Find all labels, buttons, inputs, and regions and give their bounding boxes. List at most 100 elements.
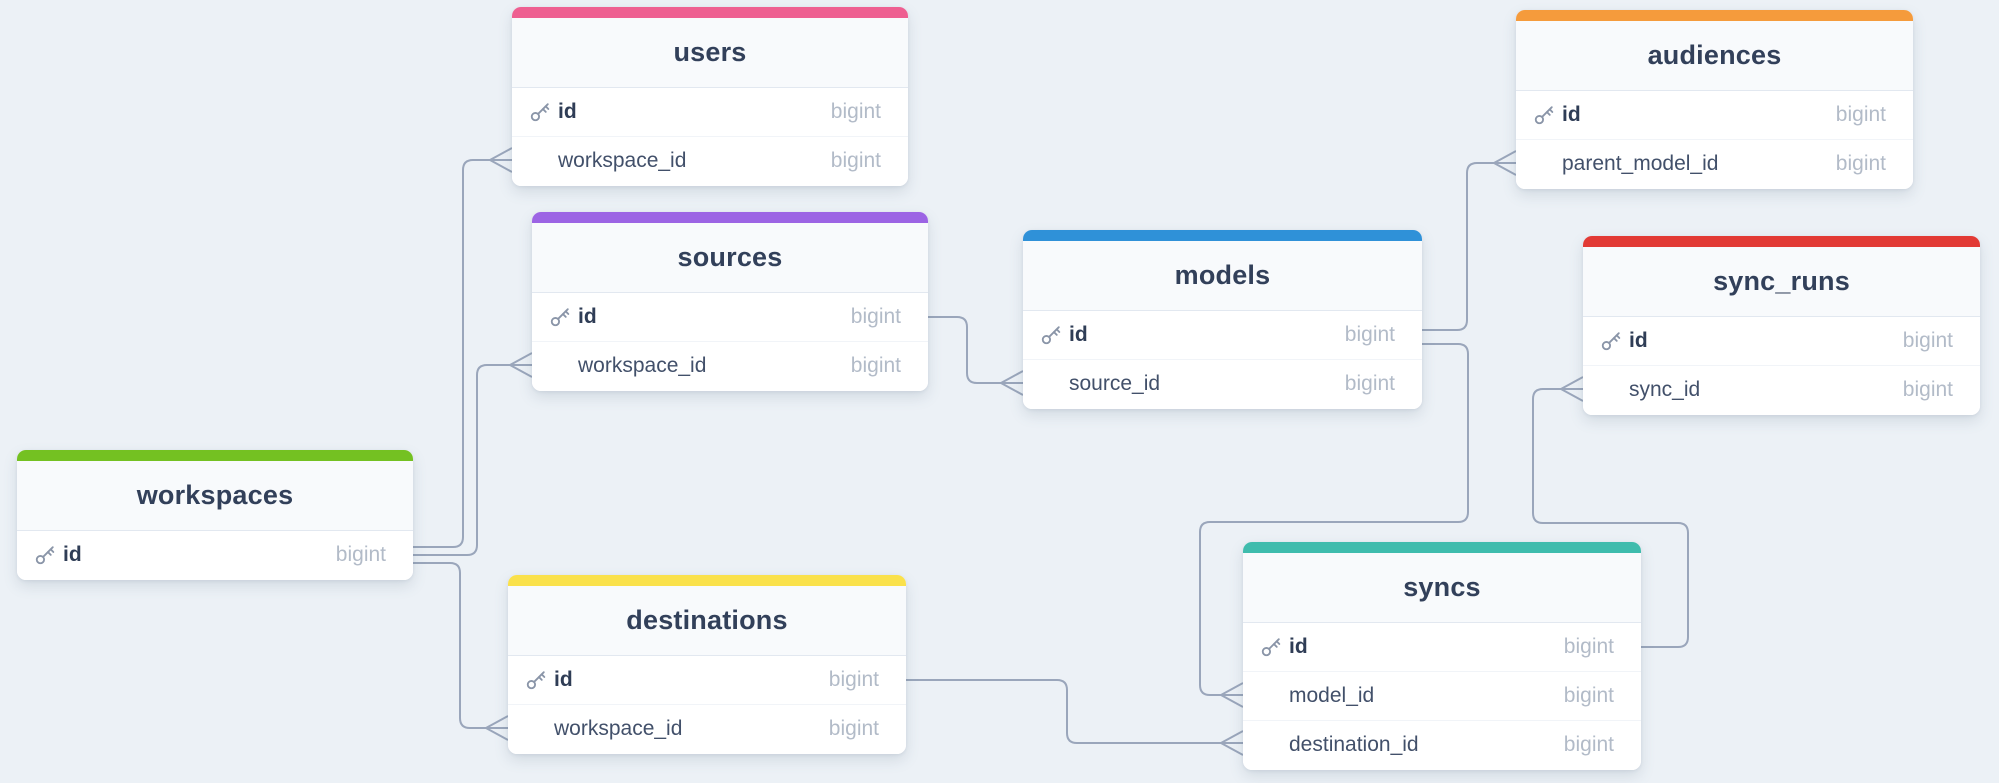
table-accent-bar (17, 450, 413, 461)
relationship-sources.id-to-models.source_id[interactable] (928, 316, 1024, 396)
key-icon-slot (1600, 379, 1629, 401)
field-type: bigint (1902, 378, 1953, 401)
key-icon-slot (525, 669, 554, 691)
field-name: id (578, 305, 597, 328)
field-name: id (558, 100, 577, 123)
table-rows: id bigint parent_model_id bigint (1516, 91, 1913, 189)
field-name: id (1289, 635, 1308, 658)
table-card-destinations[interactable]: destinations id bigint workspace_id bigi… (508, 575, 906, 754)
table-accent-bar (1243, 542, 1641, 553)
primary-key-icon (550, 308, 570, 327)
table-card-sync_runs[interactable]: sync_runs id bigint sync_id bigint (1583, 236, 1980, 415)
field-row-syncs-id[interactable]: id bigint (1243, 623, 1641, 672)
field-name: id (1562, 103, 1581, 126)
field-name: id (1629, 329, 1648, 352)
crows-foot (1220, 682, 1244, 708)
field-name: workspace_id (578, 354, 707, 377)
table-accent-bar (512, 7, 908, 18)
primary-key-icon (1041, 326, 1061, 345)
relationship-models.id-to-audiences.parent_model_id[interactable] (1422, 150, 1517, 331)
table-header: sources (532, 223, 928, 293)
table-header: sync_runs (1583, 247, 1980, 317)
crows-foot (485, 715, 509, 741)
table-card-workspaces[interactable]: workspaces id bigint (17, 450, 413, 580)
table-header: workspaces (17, 461, 413, 531)
field-row-audiences-parent_model_id[interactable]: parent_model_id bigint (1516, 140, 1913, 188)
field-name: workspace_id (558, 149, 687, 172)
key-icon-slot (529, 150, 558, 172)
field-row-users-id[interactable]: id bigint (512, 88, 908, 137)
table-accent-bar (1023, 230, 1422, 241)
crows-foot (1493, 150, 1517, 176)
field-row-destinations-workspace_id[interactable]: workspace_id bigint (508, 705, 906, 753)
table-card-sources[interactable]: sources id bigint workspace_id bigint (532, 212, 928, 391)
field-name: id (554, 668, 573, 691)
field-type: bigint (1835, 152, 1886, 175)
field-type: bigint (1344, 323, 1395, 346)
key-icon-slot (529, 101, 558, 123)
field-type: bigint (828, 668, 879, 691)
table-accent-bar (508, 575, 906, 586)
table-title: sources (677, 242, 783, 272)
field-type: bigint (830, 149, 881, 172)
primary-key-icon (1601, 332, 1621, 351)
field-type: bigint (1902, 329, 1953, 352)
primary-key-icon (530, 103, 550, 122)
field-type: bigint (1563, 684, 1614, 707)
field-name: id (63, 543, 82, 566)
table-title: sync_runs (1713, 266, 1850, 296)
table-rows: id bigint (17, 531, 413, 580)
table-accent-bar (1583, 236, 1980, 247)
field-name: destination_id (1289, 733, 1419, 756)
field-name: id (1069, 323, 1088, 346)
table-title: models (1174, 260, 1271, 290)
key-icon-slot (549, 355, 578, 377)
table-accent-bar (532, 212, 928, 223)
field-row-sync_runs-sync_id[interactable]: sync_id bigint (1583, 366, 1980, 414)
field-row-sources-workspace_id[interactable]: workspace_id bigint (532, 342, 928, 390)
table-header: syncs (1243, 553, 1641, 623)
key-icon-slot (1533, 104, 1562, 126)
field-row-syncs-model_id[interactable]: model_id bigint (1243, 672, 1641, 721)
table-rows: id bigint source_id bigint (1023, 311, 1422, 409)
crows-foot (1560, 376, 1584, 402)
table-card-syncs[interactable]: syncs id bigint model_id bigint (1243, 542, 1641, 770)
key-icon-slot (1040, 324, 1069, 346)
field-row-users-workspace_id[interactable]: workspace_id bigint (512, 137, 908, 185)
field-row-models-id[interactable]: id bigint (1023, 311, 1422, 360)
relationship-workspaces.id-to-sources.workspace_id[interactable] (413, 352, 533, 556)
field-row-audiences-id[interactable]: id bigint (1516, 91, 1913, 140)
field-row-sources-id[interactable]: id bigint (532, 293, 928, 342)
table-title: audiences (1647, 40, 1782, 70)
key-icon-slot (549, 306, 578, 328)
field-type: bigint (1835, 103, 1886, 126)
relationship-destinations.id-to-syncs.destination_id[interactable] (906, 679, 1244, 756)
table-header: destinations (508, 586, 906, 656)
key-icon-slot (1040, 373, 1069, 395)
field-row-sync_runs-id[interactable]: id bigint (1583, 317, 1980, 366)
field-name: source_id (1069, 372, 1161, 395)
key-icon-slot (1533, 153, 1562, 175)
table-accent-bar (1516, 10, 1913, 21)
field-row-destinations-id[interactable]: id bigint (508, 656, 906, 705)
relationship-syncs.id-to-sync_runs.sync_id[interactable] (1532, 376, 1689, 648)
field-type: bigint (1563, 635, 1614, 658)
crows-foot (489, 147, 513, 173)
field-type: bigint (830, 100, 881, 123)
table-card-users[interactable]: users id bigint workspace_id bigint (512, 7, 908, 186)
relationship-workspaces.id-to-users.workspace_id[interactable] (413, 147, 513, 548)
table-card-models[interactable]: models id bigint source_id bigint (1023, 230, 1422, 409)
field-row-syncs-destination_id[interactable]: destination_id bigint (1243, 721, 1641, 769)
table-card-audiences[interactable]: audiences id bigint parent_model_id bigi… (1516, 10, 1913, 189)
relationship-workspaces.id-to-destinations.workspace_id[interactable] (413, 562, 509, 741)
field-row-models-source_id[interactable]: source_id bigint (1023, 360, 1422, 408)
key-icon-slot (1260, 734, 1289, 756)
primary-key-icon (35, 546, 55, 565)
field-row-workspaces-id[interactable]: id bigint (17, 531, 413, 579)
relationship-models.id-to-syncs.model_id[interactable] (1199, 343, 1469, 708)
table-title: destinations (626, 605, 788, 635)
key-icon-slot (1600, 330, 1629, 352)
primary-key-icon (526, 671, 546, 690)
